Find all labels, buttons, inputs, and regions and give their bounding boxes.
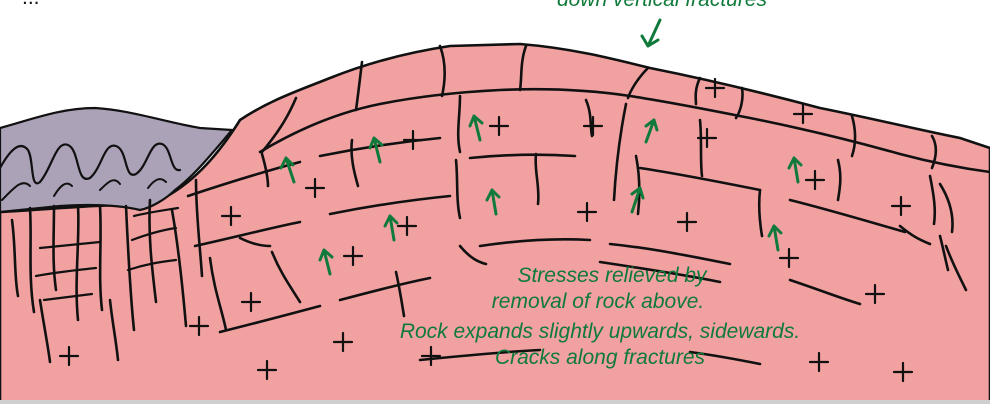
- stress-label-line3: Rock expands slightly upwards, sidewards…: [400, 320, 800, 343]
- stress-label-line2: removal of rock above.: [492, 290, 704, 313]
- bottom-border: [0, 400, 990, 404]
- stress-label-line4: Cracks along fractures: [495, 346, 706, 369]
- top-fracture-label: down vertical fractures: [557, 0, 768, 11]
- stress-label-line1: Stresses relieved by: [517, 264, 708, 287]
- top-left-fragment: ...: [22, 0, 40, 9]
